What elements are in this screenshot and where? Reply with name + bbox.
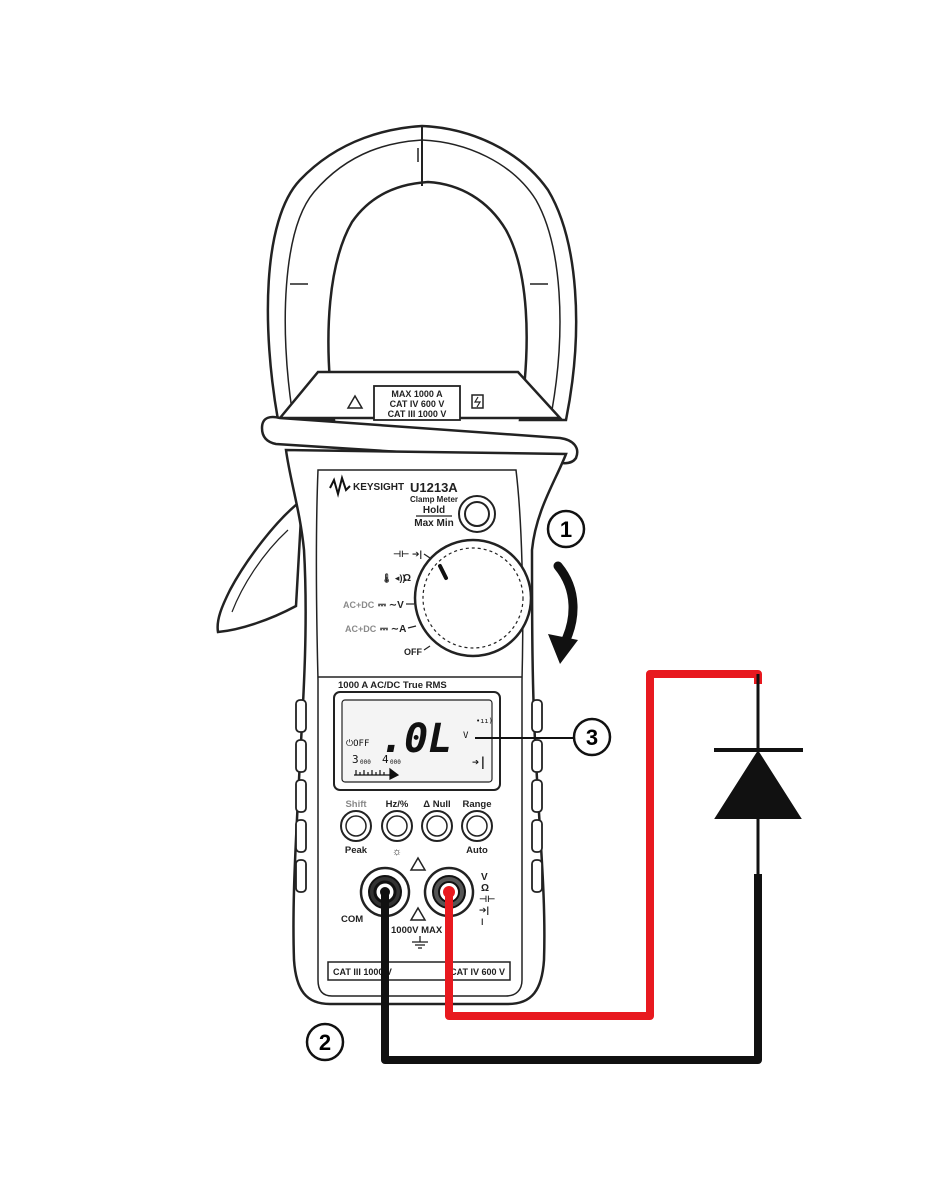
button-label-null: Δ Null [423,799,450,810]
jaw-rating-line-1: MAX 1000 A [391,389,443,399]
lcd-unit: V [463,731,469,741]
jaw-trigger [218,500,302,632]
model-number: U1213A [410,480,458,495]
dial-label-cap-diode: ⊣⊢ ➔| [393,549,422,559]
button-label-range: Range [462,799,491,810]
lcd-reading: .0L [380,716,452,762]
hold-label: Hold [423,505,445,516]
jaw-collar: MAX 1000 A CAT IV 600 V CAT III 1000 V [280,372,560,420]
dial-label-ohm-sym: Ω [403,573,411,584]
brand-name: KEYSIGHT [353,482,404,493]
callout-1-number: 1 [560,517,572,542]
jaw-rating-line-2: CAT IV 600 V [390,399,445,409]
hold-button[interactable] [459,496,495,532]
lcd-bar-min-sub: 000 [360,759,371,766]
backlight-icon: ☼ [392,846,402,858]
hz-button[interactable] [382,811,412,841]
null-button[interactable] [422,811,452,841]
terminal-symbol-ohm: Ω [481,883,489,894]
shift-button[interactable] [341,811,371,841]
dial-label-ohm: 🌡 ◂)) [381,573,405,583]
lcd-bar-max-sub: 000 [390,759,401,766]
lcd-beeper: •ıı) [476,717,493,725]
terminal-symbol-temp: ǀ [481,917,484,927]
terminal-max-label: 1000V MAX [391,925,443,936]
dial-label-off: OFF [404,647,422,657]
callout-3-number: 3 [586,725,598,750]
terminal-symbol-diode: ➔| [479,905,489,915]
terminal-symbol-cap: ⊣⊢ [479,894,495,904]
jaw-rating-line-3: CAT III 1000 V [388,409,447,419]
cat-right-label: CAT IV 600 V [450,967,505,977]
cat-rating-strip: CAT III 1000 V CAT IV 600 V [328,962,510,980]
rotary-dial[interactable] [415,540,531,656]
dial-label-a: ⎓ ∼A [380,624,406,635]
lcd-bar-min: 3 [352,753,359,766]
model-subtitle: Clamp Meter [410,495,458,504]
dial-label-v: ⎓ ∼V [378,600,404,611]
callout-1: 1 [548,511,584,547]
dial-label-acdc-a: AC+DC [345,624,377,634]
com-label: COM [341,914,363,925]
spec-band-label: 1000 A AC/DC True RMS [338,680,447,691]
callout-2: 2 [307,1024,343,1060]
range-button[interactable] [462,811,492,841]
lcd-bar-max: 4 [382,753,389,766]
button-label-auto: Auto [466,845,488,856]
maxmin-label: Max Min [414,518,453,529]
diode-triangle-icon [716,752,800,818]
lcd-display: .0L V •ıı) ⏻OFF 3 000 4 000 ➔| [334,692,500,790]
button-label-hz: Hz/% [386,799,409,810]
diode-symbol [714,674,803,876]
callout-2-number: 2 [319,1030,331,1055]
button-label-shift: Shift [345,799,367,810]
dial-label-acdc-v: AC+DC [343,600,375,610]
lcd-apo: ⏻OFF [346,738,369,749]
lcd-diode-icon: ➔| [472,755,486,769]
button-label-peak: Peak [345,845,368,856]
terminal-symbol-v: V [481,872,488,883]
rotation-arrow-icon [548,566,578,664]
